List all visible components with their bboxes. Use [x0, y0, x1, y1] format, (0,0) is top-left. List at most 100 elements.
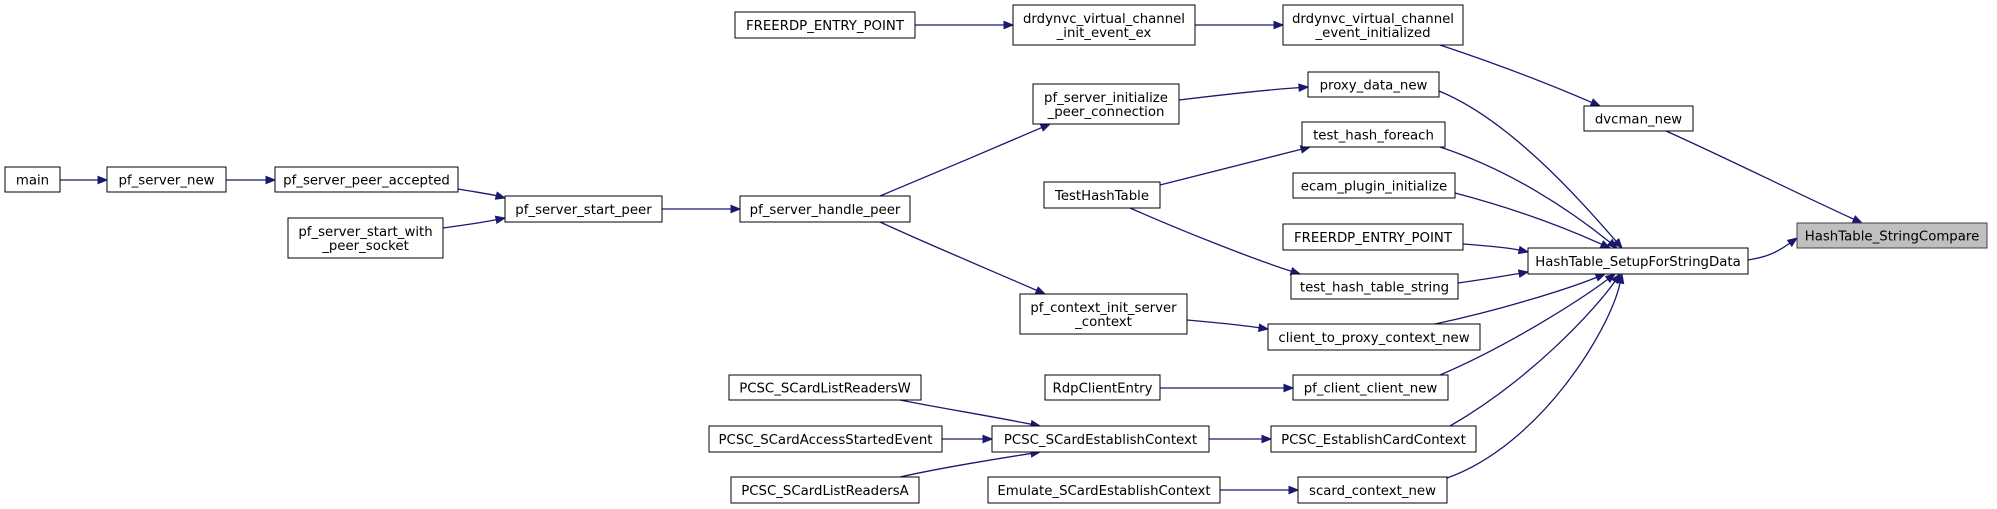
node-pcsc_scardaccessstartedevent[interactable]: PCSC_SCardAccessStartedEvent	[708, 425, 943, 453]
node-label: FREERDP_ENTRY_POINT	[746, 19, 905, 34]
edge-scard_context_new-to-hashtable_setupforstringdata	[1446, 272, 1625, 479]
arrowhead-icon	[1606, 238, 1619, 249]
edge-line	[1457, 272, 1520, 284]
node-box	[1292, 374, 1449, 401]
edge-line	[1665, 130, 1855, 220]
node-box	[1044, 374, 1161, 401]
edge-pcsc_scardaccessstartedevent-to-pcsc_scardestablishcontext	[942, 434, 994, 444]
arrowhead-icon	[97, 175, 109, 185]
node-test_hash_table_string[interactable]: test_hash_table_string	[1290, 273, 1459, 300]
node-pf_server_start_peer[interactable]: pf_server_start_peer	[504, 195, 663, 223]
node-main[interactable]: main	[4, 166, 61, 193]
edge-pf_server_handle_peer-to-pf_server_initialize_peer_connection	[879, 123, 1052, 197]
node-label: pf_server_new	[119, 174, 215, 189]
node-pf_server_new[interactable]: pf_server_new	[106, 166, 227, 193]
node-label: HashTable_StringCompare	[1805, 230, 1980, 245]
node-label: main	[16, 174, 49, 189]
node-label: pf_server_initialize	[1044, 91, 1168, 106]
node-box	[1270, 425, 1477, 453]
node-hashtable_stringcompare[interactable]: HashTable_StringCompare	[1796, 222, 1988, 249]
node-pcsc_scardlistreadersw[interactable]: PCSC_SCardListReadersW	[728, 374, 922, 401]
node-hashtable_setupforstringdata[interactable]: HashTable_SetupForStringData	[1527, 247, 1749, 275]
node-box	[1796, 222, 1988, 249]
edge-line	[1449, 281, 1616, 427]
arrowhead-icon	[1786, 237, 1799, 248]
node-pf_server_start_with_peer_socket[interactable]: pf_server_start_with_peer_socket	[287, 217, 444, 259]
node-box	[287, 217, 444, 259]
edge-main-to-pf_server_new	[60, 175, 109, 185]
edge-proxy_data_new-to-hashtable_setupforstringdata	[1438, 90, 1623, 250]
node-box	[1307, 71, 1440, 98]
arrowhead-icon	[1594, 273, 1607, 282]
arrowhead-icon	[1851, 215, 1864, 224]
node-box	[734, 11, 916, 39]
node-pcsc_establishcardcontext[interactable]: PCSC_EstablishCardContext	[1270, 425, 1477, 453]
node-freerdp_entry_point_2[interactable]: FREERDP_ENTRY_POINT	[1282, 223, 1464, 251]
edge-line	[1129, 207, 1292, 272]
node-box	[1019, 293, 1188, 335]
edge-line	[1159, 148, 1302, 186]
node-emulate_scardestablishcontext[interactable]: Emulate_SCardEstablishContext	[987, 476, 1221, 504]
node-test_hash_foreach[interactable]: test_hash_foreach	[1301, 121, 1446, 148]
node-ecam_plugin_initialize[interactable]: ecam_plugin_initialize	[1292, 172, 1456, 199]
node-freerdp_entry_point_1[interactable]: FREERDP_ENTRY_POINT	[734, 11, 916, 39]
node-drdynvc_init_event_ex[interactable]: drdynvc_virtual_channel_init_event_ex	[1012, 4, 1196, 46]
node-pf_server_initialize_peer_connection[interactable]: pf_server_initialize_peer_connection	[1032, 83, 1180, 125]
edge-line	[1462, 243, 1520, 251]
edge-line	[1438, 90, 1617, 242]
arrowhead-icon	[1517, 269, 1530, 278]
node-dvcman_new[interactable]: dvcman_new	[1583, 105, 1694, 132]
node-box	[728, 374, 922, 401]
edge-line	[899, 399, 1032, 425]
node-label: drdynvc_virtual_channel	[1023, 12, 1185, 27]
node-drdynvc_event_initialized[interactable]: drdynvc_virtual_channel_event_initialize…	[1282, 4, 1464, 46]
node-label: pf_client_client_new	[1304, 382, 1438, 397]
node-box	[1301, 121, 1446, 148]
node-box	[4, 166, 61, 193]
edge-testhashtable-to-test_hash_table_string	[1129, 207, 1302, 276]
node-pcsc_scardestablishcontext[interactable]: PCSC_SCardEstablishContext	[991, 425, 1210, 453]
node-box	[708, 425, 943, 453]
arrowhead-icon	[265, 175, 277, 185]
edge-line	[879, 126, 1042, 197]
node-box	[730, 476, 920, 504]
node-label: test_hash_table_string	[1300, 281, 1449, 296]
edge-pf_server_start_with_peer_socket-to-pf_server_start_peer	[442, 215, 507, 229]
node-client_to_proxy_context_new[interactable]: client_to_proxy_context_new	[1267, 323, 1481, 351]
node-box	[1267, 323, 1481, 351]
node-testhashtable[interactable]: TestHashTable	[1043, 181, 1161, 209]
node-label: pf_server_handle_peer	[750, 203, 901, 218]
arrowhead-icon	[1261, 434, 1273, 444]
node-label: FREERDP_ENTRY_POINT	[1294, 231, 1453, 246]
edge-drdynvc_event_initialized-to-dvcman_new	[1439, 44, 1602, 107]
node-scard_context_new[interactable]: scard_context_new	[1297, 476, 1448, 504]
arrowhead-icon	[1288, 485, 1300, 495]
node-label: client_to_proxy_context_new	[1278, 331, 1469, 346]
node-proxy_data_new[interactable]: proxy_data_new	[1307, 71, 1440, 98]
node-rdpcliententry[interactable]: RdpClientEntry	[1044, 374, 1161, 401]
node-box	[1292, 172, 1456, 199]
arrowhead-icon	[1034, 286, 1047, 295]
edge-test_hash_table_string-to-hashtable_setupforstringdata	[1457, 269, 1530, 284]
node-box	[1527, 247, 1749, 275]
node-pf_context_init_server_context[interactable]: pf_context_init_server_context	[1019, 293, 1188, 335]
node-pcsc_scardlistreadersa[interactable]: PCSC_SCardListReadersA	[730, 476, 920, 504]
node-box	[274, 166, 459, 193]
node-pf_client_client_new[interactable]: pf_client_client_new	[1292, 374, 1449, 401]
node-box	[1043, 181, 1161, 209]
edge-line	[1747, 242, 1791, 261]
node-pf_server_handle_peer[interactable]: pf_server_handle_peer	[739, 195, 911, 223]
node-label: _peer_socket	[321, 239, 409, 254]
node-label: PCSC_EstablishCardContext	[1281, 433, 1466, 448]
edge-line	[1178, 86, 1300, 101]
node-label: proxy_data_new	[1320, 79, 1428, 94]
edge-pf_context_init_server_context-to-client_to_proxy_context_new	[1186, 319, 1270, 332]
node-label: RdpClientEntry	[1053, 382, 1153, 397]
edge-pcsc_scardestablishcontext-to-pcsc_establishcardcontext	[1209, 434, 1273, 444]
edge-hashtable_setupforstringdata-to-hashtable_stringcompare	[1747, 237, 1799, 261]
edge-pf_server_new-to-pf_server_peer_accepted	[226, 175, 277, 185]
node-pf_server_peer_accepted[interactable]: pf_server_peer_accepted	[274, 166, 459, 193]
edge-freerdp_entry_point_2-to-hashtable_setupforstringdata	[1462, 243, 1530, 255]
arrowhead-icon	[1615, 272, 1625, 285]
